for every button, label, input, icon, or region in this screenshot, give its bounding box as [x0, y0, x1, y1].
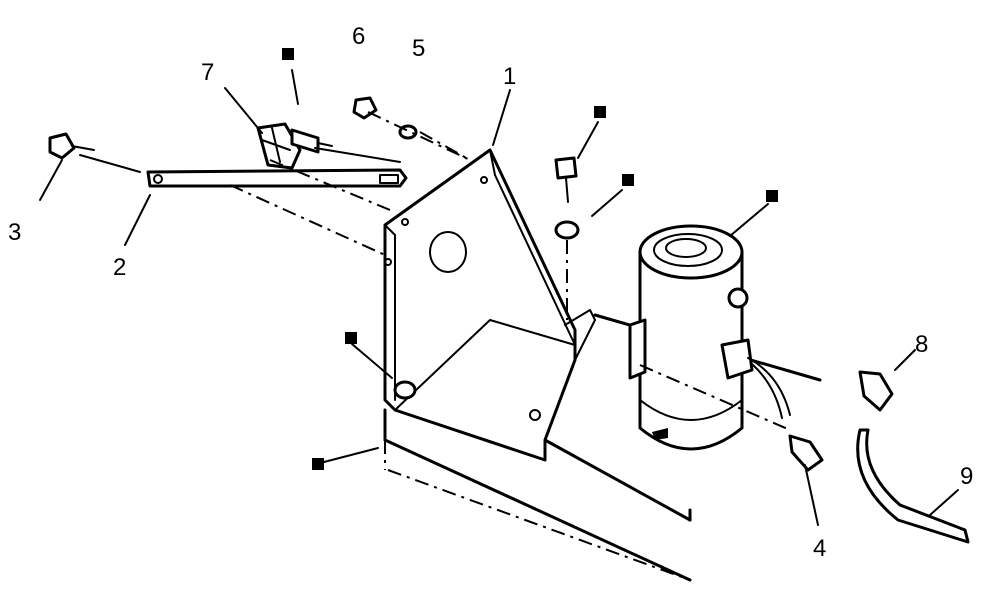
callout-1: 1 — [503, 63, 516, 90]
hose-9 — [856, 428, 970, 544]
bolt-upper — [554, 156, 578, 180]
filter-canister — [628, 224, 791, 451]
bracket-hole-large — [429, 231, 467, 273]
callout-2: 2 — [113, 254, 126, 281]
callout-3: 3 — [8, 219, 21, 246]
callout-labels: 1 2 3 4 5 6 7 8 9 — [8, 23, 973, 562]
square-marker — [766, 190, 778, 202]
mounting-bracket — [383, 148, 596, 462]
callout-8: 8 — [915, 331, 928, 358]
square-marker — [345, 332, 357, 344]
callout-6: 6 — [352, 23, 365, 50]
bracket-foot-bolt — [393, 380, 417, 400]
callout-7: 7 — [201, 59, 214, 86]
square-marker — [594, 106, 606, 118]
leader-lines — [39, 87, 959, 526]
square-marker — [622, 174, 634, 186]
square-marker — [282, 48, 294, 60]
bolt-3 — [48, 132, 76, 160]
callout-4: 4 — [813, 535, 826, 562]
callout-5: 5 — [412, 35, 425, 62]
markers — [282, 48, 778, 470]
bolt-4 — [788, 434, 824, 472]
hose-clamp — [256, 122, 333, 170]
square-marker — [312, 458, 324, 470]
callout-9: 9 — [960, 463, 973, 490]
elbow-fitting-8 — [858, 370, 894, 412]
support-rod — [146, 168, 408, 188]
washer-upper — [554, 220, 580, 240]
